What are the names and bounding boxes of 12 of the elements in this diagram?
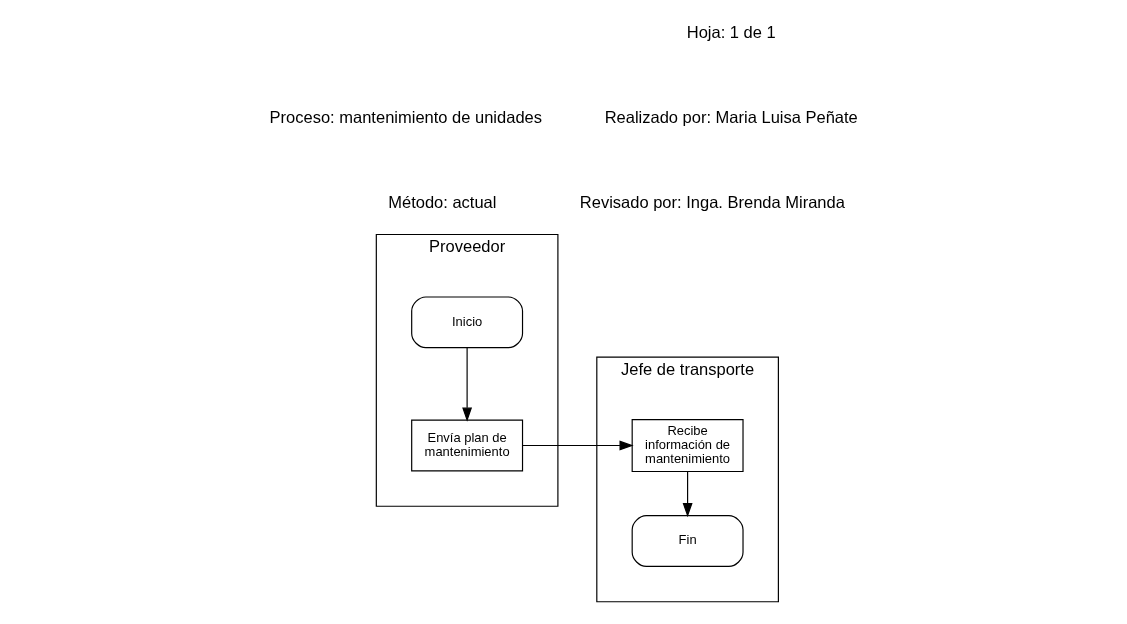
node-box: Inicio	[411, 296, 524, 349]
arrow	[682, 471, 693, 518]
label: Hoja: 1 de 1	[686, 23, 776, 42]
label: Proceso: mantenimiento de unidades	[269, 108, 543, 127]
arrow	[462, 347, 473, 422]
arrow	[522, 440, 634, 451]
node-box: Envía plan de mantenimiento	[411, 419, 524, 472]
label: Realizado por: Maria Luisa Peñate	[604, 108, 858, 127]
label: Método: actual	[388, 193, 497, 212]
node-box: Fin	[631, 515, 744, 567]
label: Revisado por: Inga. Brenda Miranda	[579, 193, 845, 212]
node-box: Recibe información de mantenimiento	[631, 419, 744, 473]
